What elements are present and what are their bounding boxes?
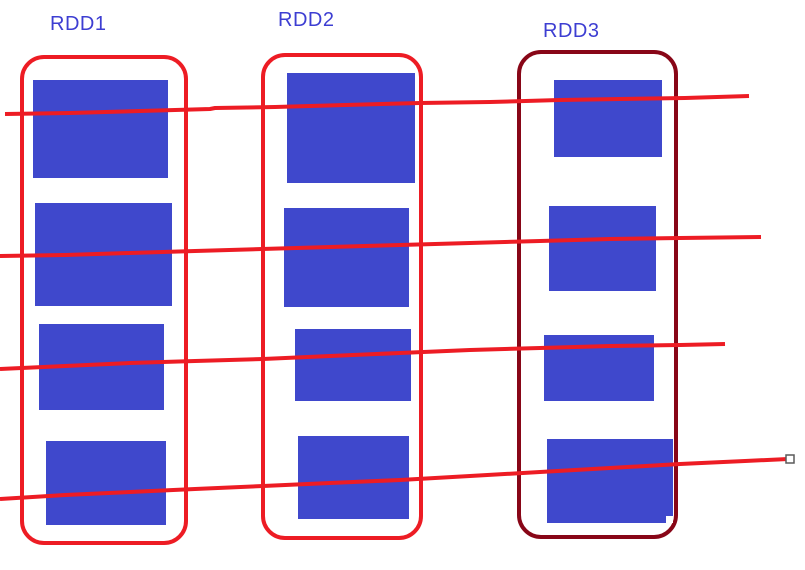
partition-rdd2-2 — [284, 208, 409, 307]
partition-rdd1-1 — [33, 80, 168, 178]
rdd-label-rdd2: RDD2 — [278, 9, 335, 31]
rdd-label-rdd1: RDD1 — [50, 13, 107, 35]
partition-rdd1-3 — [39, 324, 164, 410]
partition-rdd3-1 — [554, 80, 662, 157]
rdd-group-box-rdd2 — [261, 53, 423, 540]
partition-rdd3-2 — [549, 206, 656, 291]
partition-rdd2-3 — [295, 329, 411, 401]
partition-rdd2-1 — [287, 73, 415, 183]
rdd-group-box-rdd3 — [517, 50, 678, 539]
partition-rdd2-4 — [298, 436, 409, 519]
selection-handle[interactable] — [785, 454, 795, 464]
partition-rdd1-4 — [46, 441, 166, 525]
partition-rdd3-4 — [547, 439, 673, 523]
rdd-label-rdd3: RDD3 — [543, 20, 600, 42]
partition-rdd1-2 — [35, 203, 172, 306]
partition-rdd3-3 — [544, 335, 654, 401]
rdd-group-box-rdd1 — [20, 55, 188, 545]
